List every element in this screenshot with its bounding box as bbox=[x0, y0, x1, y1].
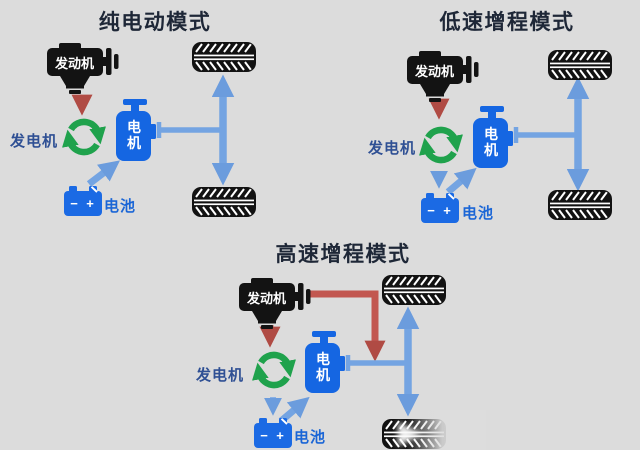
arrow-battery-to-motor bbox=[86, 160, 121, 187]
engine-label: 发动机 bbox=[54, 56, 94, 71]
rear-wheel-icon bbox=[548, 190, 612, 225]
tire-glyph bbox=[192, 42, 256, 72]
engine-label: 发动机 bbox=[414, 64, 454, 79]
battery-label: 电池 bbox=[294, 429, 327, 446]
battery-plus-symbol: + bbox=[443, 203, 451, 218]
battery-minus-symbol: − bbox=[427, 203, 435, 218]
arrow-battery-to-motor bbox=[445, 167, 477, 195]
battery-icon: − + bbox=[63, 185, 103, 221]
motor-icon: 电机 bbox=[116, 99, 156, 166]
panel-low-speed-range-extender-mode: 低速增程模式 发动机 发电机 电机 − + 电池 bbox=[320, 0, 640, 238]
generator-label: 发电机 bbox=[9, 133, 58, 150]
tire-glyph bbox=[548, 190, 612, 220]
generator-icon bbox=[252, 346, 296, 399]
battery-minus-symbol: − bbox=[70, 196, 78, 211]
battery-label: 电池 bbox=[104, 198, 137, 215]
battery-label: 电池 bbox=[462, 205, 495, 222]
engine-icon: 发动机 bbox=[237, 275, 311, 334]
watermark-fade-overlay bbox=[406, 410, 486, 450]
battery-plus-symbol: + bbox=[86, 196, 94, 211]
generator-label: 发电机 bbox=[367, 140, 416, 157]
motor-label: 电机 bbox=[127, 119, 141, 152]
motor-icon: 电机 bbox=[473, 106, 513, 173]
recycle-arrows-glyph bbox=[419, 121, 463, 169]
battery-plus-symbol: + bbox=[276, 428, 284, 443]
battery-minus-symbol: − bbox=[260, 428, 268, 443]
tire-glyph bbox=[382, 275, 446, 305]
engine-icon: 发动机 bbox=[45, 40, 119, 99]
tire-glyph bbox=[548, 50, 612, 80]
motor-label: 电机 bbox=[484, 126, 498, 159]
tire-glyph bbox=[192, 187, 256, 217]
engine-icon: 发动机 bbox=[405, 48, 479, 107]
generator-label: 发电机 bbox=[195, 367, 244, 384]
panel-title: 低速增程模式 bbox=[439, 11, 575, 34]
front-wheel-icon bbox=[382, 275, 446, 310]
battery-icon: − + bbox=[253, 417, 293, 450]
battery-icon: − + bbox=[420, 192, 460, 228]
panel-pure-electric-mode: 纯电动模式 发动机 发电机 电机 − + 电池 bbox=[0, 0, 320, 238]
panel-title: 纯电动模式 bbox=[98, 11, 212, 34]
rear-wheel-icon bbox=[192, 187, 256, 222]
generator-icon bbox=[419, 121, 463, 174]
recycle-arrows-glyph bbox=[252, 346, 296, 394]
engine-label: 发动机 bbox=[246, 291, 286, 306]
panel-high-speed-range-extender-mode: 高速增程模式 发动机 发电机 电机 − + 电池 bbox=[160, 230, 486, 450]
motor-label: 电机 bbox=[316, 351, 330, 384]
front-wheel-icon bbox=[548, 50, 612, 85]
motor-icon: 电机 bbox=[305, 331, 345, 398]
generator-icon bbox=[62, 113, 106, 166]
panel-title: 高速增程模式 bbox=[275, 243, 411, 266]
front-wheel-icon bbox=[192, 42, 256, 77]
recycle-arrows-glyph bbox=[62, 113, 106, 161]
